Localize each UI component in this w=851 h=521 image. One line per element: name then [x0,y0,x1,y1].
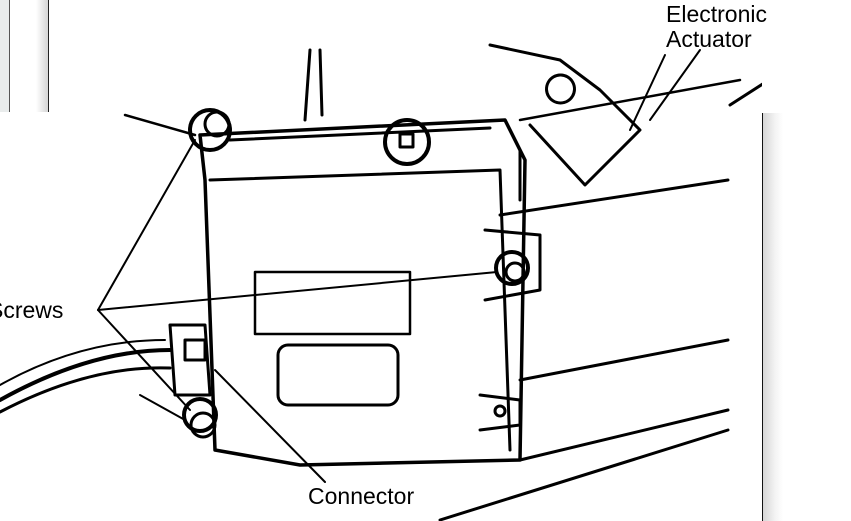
left-window-edge [0,0,49,112]
actuator-diagram [0,43,762,521]
right-window-edge [762,113,851,521]
actuator-label-line1: Electronic [666,1,767,27]
electronic-actuator-label: Electronic Actuator [666,2,767,52]
actuator-label-line2: Actuator [666,26,752,52]
connector-label: Connector [308,483,415,509]
screws-label: Screws [0,297,64,323]
